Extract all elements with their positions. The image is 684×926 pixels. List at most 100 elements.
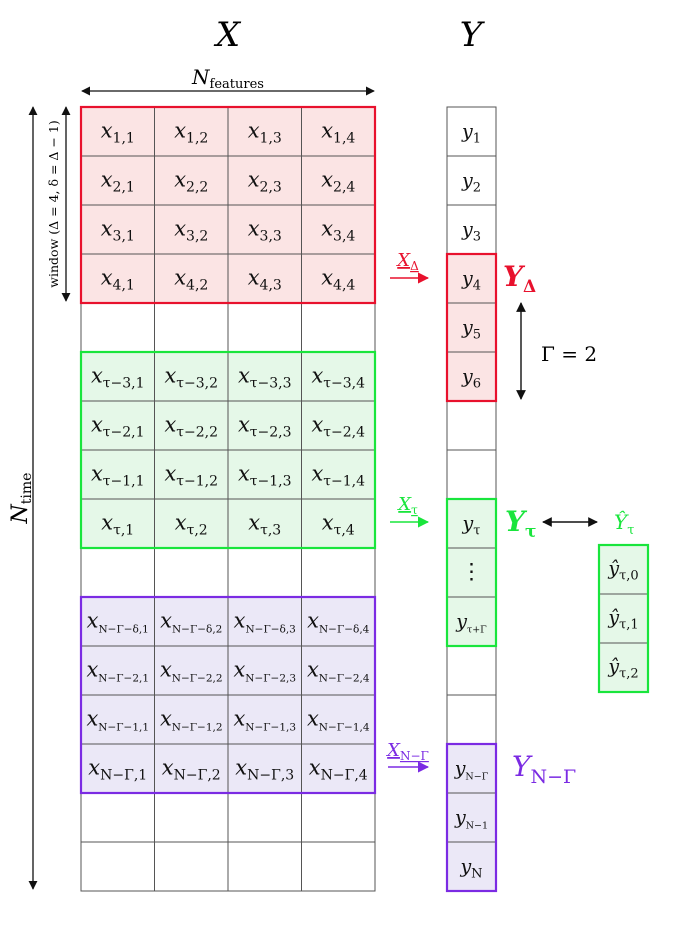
- x-cell-label: x4,2: [174, 266, 208, 294]
- x-cell-label: xN−Γ−2,1: [86, 658, 149, 685]
- x-n-gamma-label: XN−Γ: [385, 740, 429, 763]
- y-group-border-red: [445, 252, 498, 403]
- group-green-mapping: Xτ Yτ Ŷτ: [390, 494, 634, 542]
- x-cell-label: xτ−2,2: [164, 413, 218, 441]
- y-cell-label: y5: [461, 317, 481, 343]
- x-cell-label: xN−Γ,1: [88, 756, 147, 784]
- y-cell-label: yN: [459, 856, 482, 882]
- y-cell: [446, 400, 497, 451]
- x-cell-label: xτ−2,3: [238, 413, 292, 441]
- x-cell-label: xN−Γ,2: [162, 756, 221, 784]
- x-cell-label: x3,2: [174, 217, 208, 245]
- x-group-border-purple: [79, 595, 377, 795]
- y-cell: [446, 449, 497, 500]
- x-cell-label: x4,3: [248, 266, 282, 294]
- x-cell: [227, 841, 302, 892]
- x-cell-label: x3,4: [321, 217, 355, 245]
- x-cell: [227, 302, 302, 353]
- x-tau-label: Xτ: [396, 494, 418, 517]
- x-cell-label: xτ−3,4: [311, 364, 365, 392]
- x-cell-label: x2,2: [174, 168, 208, 196]
- n-time-label: Ntime: [8, 473, 35, 525]
- x-cell: [301, 841, 376, 892]
- x-cell-label: xτ−3,3: [238, 364, 292, 392]
- x-cell-label: x3,3: [248, 217, 282, 245]
- y-cell-label: yτ: [462, 513, 481, 539]
- x-cell-label: xN−Γ,3: [235, 756, 294, 784]
- x-cell-label: xN−Γ−1,3: [233, 707, 296, 734]
- y-vector-header: Y: [460, 15, 486, 55]
- yhat-fill: [599, 545, 648, 692]
- gamma-label: Γ = 2: [541, 342, 597, 366]
- x-cell: [154, 841, 229, 892]
- x-cell-label: xN−Γ−2,2: [160, 658, 223, 685]
- yhat-tau-label: Ŷτ: [614, 510, 634, 538]
- y-cell-label: y2: [461, 170, 481, 196]
- x-cell: [154, 792, 229, 843]
- y-group-border-green: [445, 497, 498, 648]
- y-group-fill-purple: [447, 744, 496, 891]
- y-cell-label: ⋮: [461, 560, 483, 585]
- x-cell: [301, 302, 376, 353]
- x-cell-label: xτ−1,3: [238, 462, 292, 490]
- x-cell-label: xN−Γ,4: [309, 756, 368, 784]
- yhat-cell-label: ŷτ,1: [607, 607, 638, 633]
- x-cell-label: xτ,2: [175, 511, 208, 539]
- x-cell: [227, 792, 302, 843]
- y-n-gamma-label: YN−Γ: [512, 750, 576, 788]
- x-cell: [154, 302, 229, 353]
- x-matrix-header: X: [213, 15, 242, 55]
- y-delta-label: YΔ: [503, 260, 536, 297]
- x-cell: [154, 547, 229, 598]
- x-cell-label: xN−Γ−1,1: [86, 707, 149, 734]
- x-cell-label: xτ−3,2: [164, 364, 218, 392]
- x-cell-label: xN−Γ−δ,1: [87, 609, 149, 636]
- y-cell-label: y4: [461, 268, 481, 294]
- x-cell-label: xτ−3,1: [91, 364, 145, 392]
- x-cell-label: xτ−1,1: [91, 462, 145, 490]
- window-label: window (Δ = 4, δ = Δ − 1): [46, 120, 61, 287]
- y-cell-label: yN−1: [454, 807, 488, 832]
- y-hat-vector: ŷτ,0 ŷτ,1 ŷτ,2: [598, 544, 649, 693]
- y-group-fill-red: [447, 254, 496, 401]
- x-delta-label: XΔ: [395, 250, 419, 273]
- y-group-border-purple: [445, 742, 498, 893]
- y-cell-label: y1: [461, 121, 481, 147]
- x-cell-label: x3,1: [101, 217, 135, 245]
- x-group-border-red: [79, 105, 377, 305]
- x-cell-label: xτ−1,4: [311, 462, 365, 490]
- x-cell-label: x2,1: [101, 168, 135, 196]
- yhat-cell-label: ŷτ,2: [607, 656, 638, 682]
- x-cell-label: x1,1: [101, 119, 135, 147]
- x-cell-label: x2,4: [321, 168, 355, 196]
- y-cell-label: y3: [461, 219, 481, 245]
- x-cell-label: xτ−1,2: [164, 462, 218, 490]
- y-cell-label: yN−Γ: [454, 758, 489, 783]
- x-cell-label: xN−Γ−δ,3: [234, 609, 296, 636]
- x-group-border-green: [79, 350, 377, 550]
- x-cell: [227, 547, 302, 598]
- x-cell-label: xN−Γ−1,4: [307, 707, 370, 734]
- x-cell-label: x1,4: [321, 119, 355, 147]
- x-cell: [80, 302, 155, 353]
- x-cell-label: xτ−2,4: [311, 413, 365, 441]
- group-purple-mapping: XN−Γ YN−Γ: [385, 740, 576, 788]
- x-cell-label: x4,4: [321, 266, 355, 294]
- x-cell-label: xN−Γ−δ,2: [160, 609, 222, 636]
- x-cell: [301, 547, 376, 598]
- x-cell-label: xτ,3: [248, 511, 281, 539]
- x-cell-label: xτ,1: [101, 511, 134, 539]
- x-cell: [80, 547, 155, 598]
- y-group-fill-green: [447, 499, 496, 646]
- x-cell-label: xN−Γ−2,3: [233, 658, 296, 685]
- x-cell: [301, 792, 376, 843]
- n-features-label: Nfeatures: [191, 65, 264, 92]
- group-red-mapping: XΔ YΔ Γ = 2: [390, 250, 597, 400]
- x-cell-label: xτ−2,1: [91, 413, 145, 441]
- y-cell-label: y6: [461, 366, 481, 392]
- y-tau-label: Yτ: [505, 505, 536, 542]
- x-cell-label: xτ,4: [322, 511, 355, 539]
- yhat-cell-label: ŷτ,0: [607, 558, 638, 584]
